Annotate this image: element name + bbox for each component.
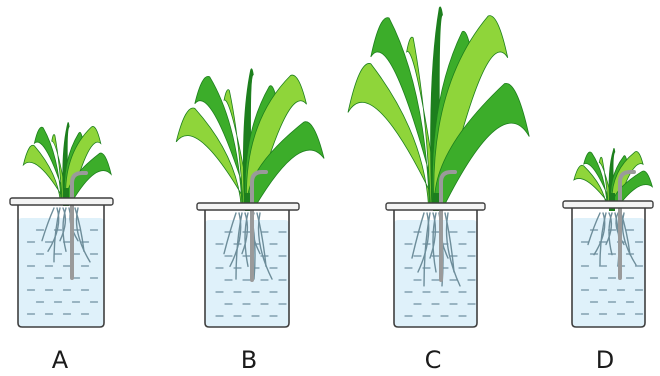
beaker-c [348, 7, 529, 327]
beaker-d [563, 148, 653, 327]
leaf [348, 63, 437, 207]
water [18, 218, 104, 327]
beaker-label-d: D [585, 346, 625, 374]
leaf [176, 108, 249, 207]
beaker-label-a: A [40, 346, 80, 374]
beaker-rim [10, 198, 113, 205]
beaker-rim [197, 203, 299, 210]
beaker-rim [563, 201, 653, 208]
beaker-label-b: B [229, 346, 269, 374]
plant [348, 7, 529, 211]
leaf [23, 145, 65, 202]
beaker-label-c: C [413, 346, 453, 374]
beaker-rim [386, 203, 485, 210]
plant [23, 123, 111, 206]
beaker-a [10, 123, 113, 327]
beaker-b [176, 69, 324, 327]
